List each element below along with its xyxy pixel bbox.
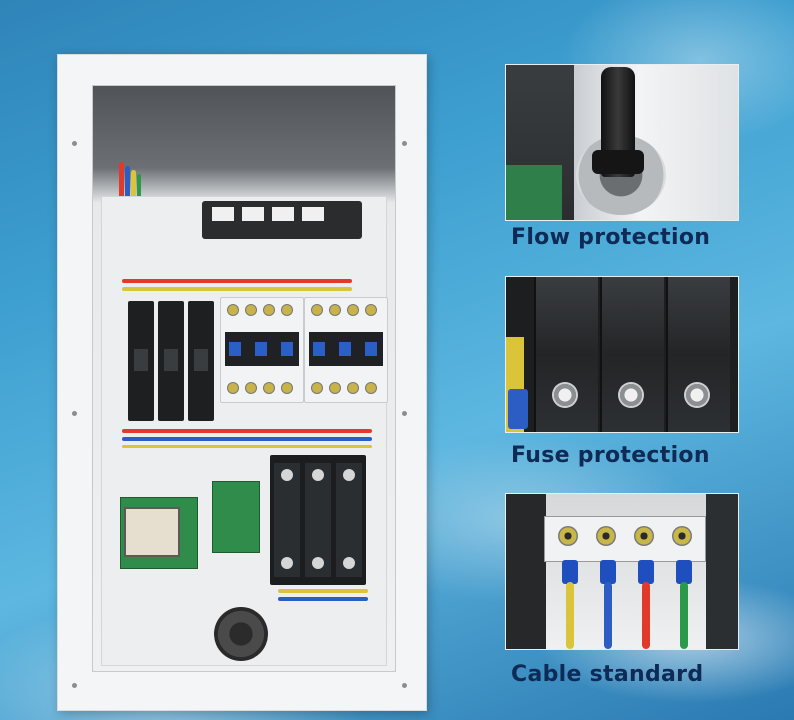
wire-blue	[604, 582, 612, 649]
terminal-screw	[618, 382, 644, 408]
wire-red	[122, 429, 372, 433]
circuit-breaker	[188, 301, 214, 421]
wire-yellow	[566, 582, 574, 649]
panel-screw	[402, 141, 407, 146]
fuse-block	[270, 455, 366, 585]
caption-flow-protection: Flow protection	[511, 225, 711, 250]
circuit-board	[506, 165, 562, 220]
wire-blue	[122, 437, 372, 441]
inset-flow-sensor	[505, 64, 739, 221]
terminal-cover	[242, 207, 264, 221]
circuit-board	[212, 481, 260, 553]
circuit-breaker	[128, 301, 154, 421]
wire-red	[642, 582, 650, 649]
terminal-block	[202, 201, 362, 239]
contactor	[304, 297, 388, 403]
wire-blue	[508, 389, 528, 429]
inset-cable-terminals	[505, 493, 739, 650]
panel-screw	[72, 411, 77, 416]
control-panel-photo	[57, 54, 427, 711]
panel-screw	[402, 683, 407, 688]
caption-cable-standard: Cable standard	[511, 662, 704, 687]
panel-screw	[402, 411, 407, 416]
wire-yellow	[122, 287, 352, 291]
wire-yellow	[122, 445, 372, 448]
mounting-plate	[101, 196, 388, 666]
contactor	[220, 297, 304, 403]
terminal-cover	[212, 207, 234, 221]
panel-screw	[72, 683, 77, 688]
panel-cavity	[92, 85, 396, 672]
wire-red	[122, 279, 352, 283]
inset-fuse-holder	[505, 276, 739, 433]
cable-grommet	[214, 607, 268, 661]
terminal-screw	[552, 382, 578, 408]
circuit-breaker	[158, 301, 184, 421]
wire-green	[680, 582, 688, 649]
terminal-cover	[272, 207, 294, 221]
panel-screw	[72, 141, 77, 146]
terminal-screw	[684, 382, 710, 408]
transformer	[124, 507, 180, 557]
wire-blue	[278, 597, 368, 601]
terminal-cover	[302, 207, 324, 221]
wire-yellow	[278, 589, 368, 593]
caption-fuse-protection: Fuse protection	[511, 443, 710, 468]
